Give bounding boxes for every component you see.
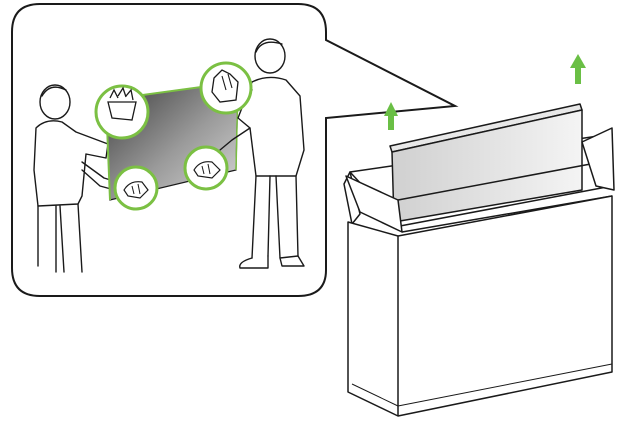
grip-highlight-bottom-right xyxy=(183,145,229,191)
boxed-display-panel xyxy=(389,103,583,223)
grip-highlight-top-right xyxy=(199,61,253,115)
up-arrow-icon xyxy=(384,102,398,130)
shipping-box xyxy=(343,103,615,417)
up-arrow-icon xyxy=(570,54,586,84)
grip-highlight-bottom-left xyxy=(113,165,159,211)
grip-highlight-top-left xyxy=(94,84,150,140)
right-person xyxy=(219,38,305,269)
